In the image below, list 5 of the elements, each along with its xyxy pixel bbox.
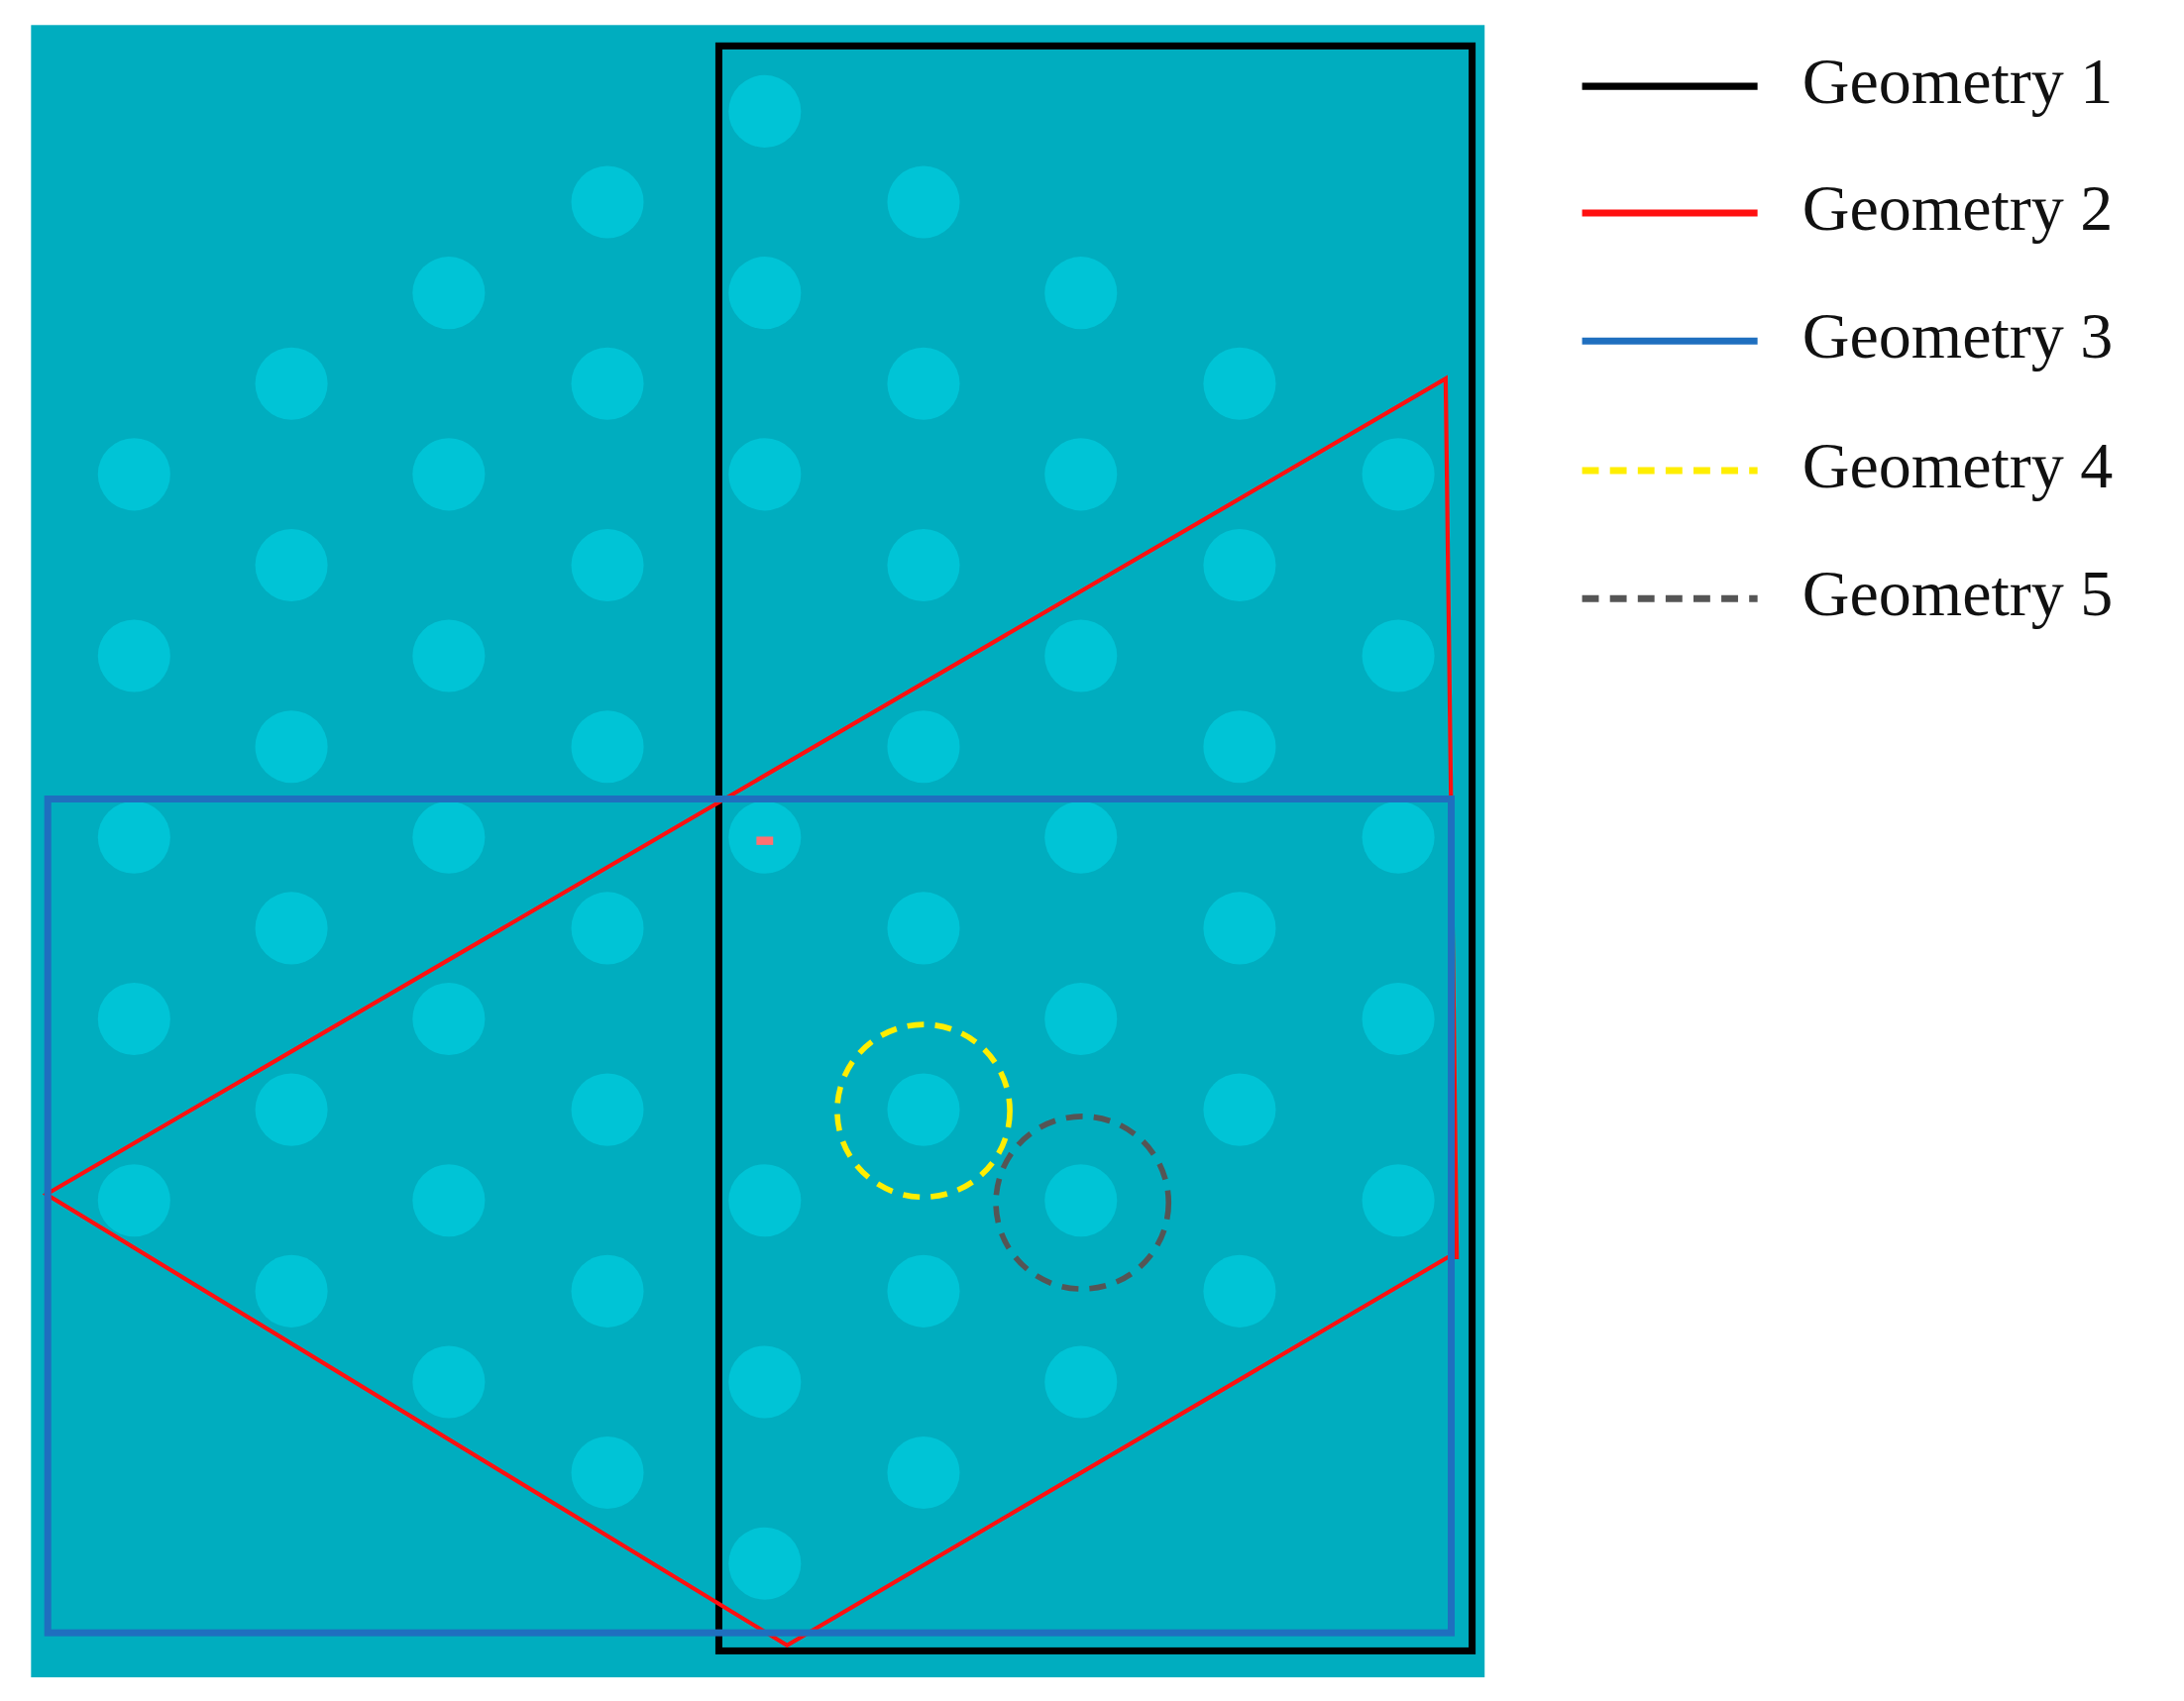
legend-label: Geometry 3: [1802, 303, 2114, 370]
legend-label: Geometry 4: [1802, 433, 2114, 499]
legend-label: Geometry 2: [1802, 175, 2114, 242]
legend-label: Geometry 5: [1802, 561, 2114, 627]
legend-label: Geometry 1: [1802, 49, 2114, 115]
